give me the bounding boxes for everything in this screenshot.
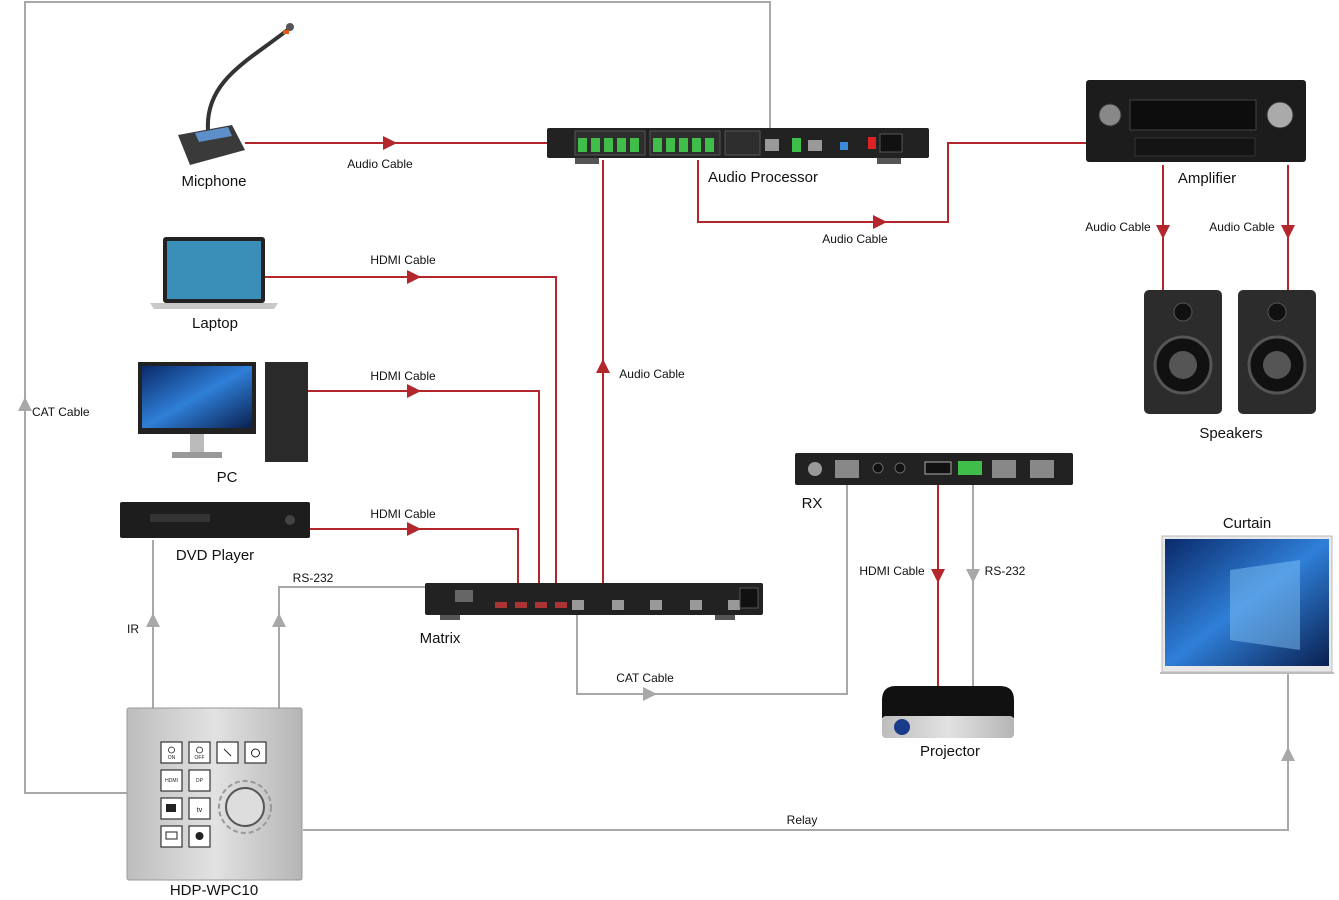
label-processor-amp-audio-cable: Audio Cable — [822, 232, 888, 246]
svg-text:tv: tv — [197, 807, 203, 814]
svg-text:HDMI: HDMI — [165, 778, 178, 784]
label-laptop: Laptop — [192, 315, 238, 332]
label-speaker-left-audio-cable: Audio Cable — [1085, 220, 1151, 234]
hdmi-pc-to-matrix — [308, 384, 540, 585]
panel-button-mute[interactable] — [216, 741, 239, 764]
panel-button-appletv[interactable]: tv — [188, 797, 211, 820]
svg-text:OFF: OFF — [195, 755, 205, 761]
panel-button-laptop[interactable] — [160, 825, 183, 848]
cat-cable-matrix-to-rx — [576, 483, 848, 701]
panel-button-screen[interactable] — [160, 797, 183, 820]
panel-button-camera[interactable] — [188, 825, 211, 848]
laptop-device — [150, 237, 278, 309]
label-rx: RX — [802, 495, 823, 512]
label-cat-cable-rx: CAT Cable — [616, 671, 674, 685]
label-relay: Relay — [787, 813, 818, 827]
panel-button-on[interactable]: ON — [160, 741, 183, 764]
label-matrix: Matrix — [420, 630, 461, 647]
label-mic-audio-cable: Audio Cable — [347, 157, 413, 171]
label-pc-hdmi: HDMI Cable — [370, 369, 436, 383]
label-dvd-player: DVD Player — [176, 547, 254, 564]
hdmi-laptop-to-matrix — [265, 270, 557, 585]
panel-button-dp[interactable]: DP — [188, 769, 211, 792]
label-projector: Projector — [920, 743, 980, 760]
label-rx-rs232: RS-232 — [985, 564, 1026, 578]
matrix-device — [425, 583, 763, 620]
label-microphone: Micphone — [181, 173, 246, 190]
volume-knob[interactable] — [218, 780, 272, 834]
label-wall-panel: HDP-WPC10 — [170, 882, 258, 899]
panel-button-off[interactable]: OFF — [188, 741, 211, 764]
label-matrix-audio-cable: Audio Cable — [619, 367, 685, 381]
label-dvd-hdmi: HDMI Cable — [370, 507, 436, 521]
svg-text:DP: DP — [196, 778, 204, 784]
amplifier-device — [1086, 80, 1306, 162]
projector-device — [882, 686, 1014, 738]
svg-text:ON: ON — [168, 755, 176, 761]
label-speakers: Speakers — [1199, 425, 1262, 442]
cat-cable-panel-to-processor — [18, 1, 771, 794]
microphone-device — [178, 23, 294, 165]
audio-processor-to-amp — [697, 142, 1086, 229]
label-curtain: Curtain — [1223, 515, 1271, 532]
audio-amp-to-speakers — [1156, 165, 1295, 290]
rx-device — [795, 453, 1073, 485]
relay-line — [303, 672, 1295, 831]
hdmi-dvd-to-matrix — [310, 522, 519, 585]
wall-panel-device: ON OFF HDMI DP tv — [126, 707, 303, 881]
label-speaker-right-audio-cable: Audio Cable — [1209, 220, 1275, 234]
audio-processor-device — [547, 128, 929, 164]
panel-button-hdmi[interactable]: HDMI — [160, 769, 183, 792]
pc-device — [138, 362, 308, 462]
label-audio-processor: Audio Processor — [708, 169, 818, 186]
curtain-screen-device — [1160, 535, 1334, 674]
dvd-player-device — [120, 502, 310, 538]
label-laptop-hdmi: HDMI Cable — [370, 253, 436, 267]
speakers-device — [1144, 290, 1316, 414]
label-amplifier: Amplifier — [1178, 170, 1236, 187]
label-pc: PC — [217, 469, 238, 486]
label-rs232-matrix: RS-232 — [293, 571, 334, 585]
label-cat-cable-panel: CAT Cable — [32, 405, 90, 419]
panel-button-power[interactable] — [244, 741, 267, 764]
label-rx-hdmi: HDMI Cable — [859, 564, 925, 578]
label-ir: IR — [127, 622, 139, 636]
